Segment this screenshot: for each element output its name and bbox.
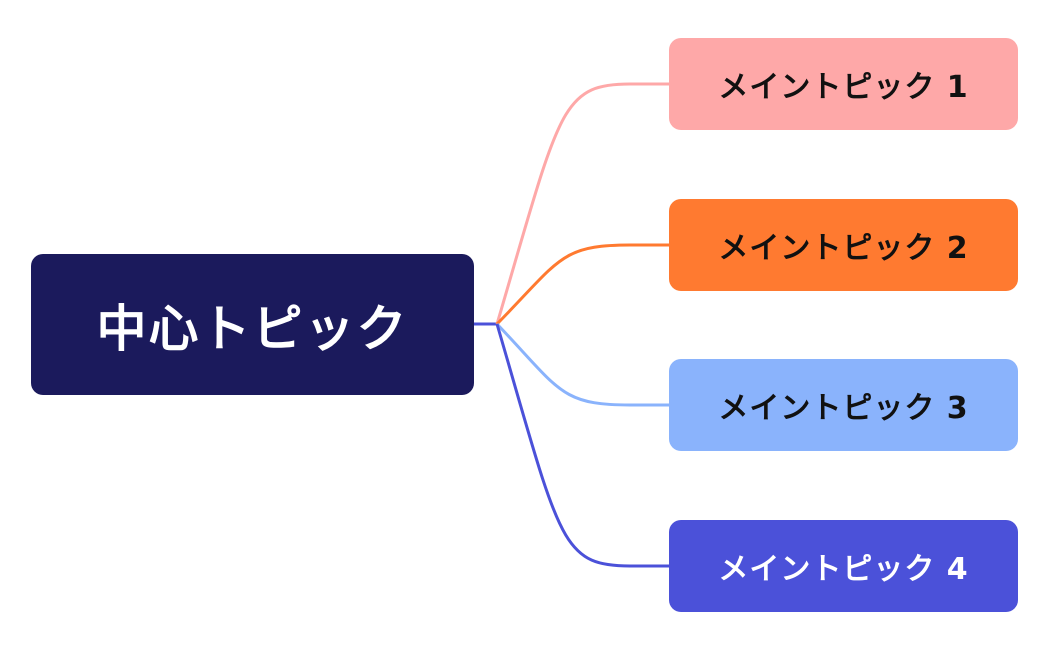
connector-topic-2 xyxy=(495,243,669,326)
central-topic-label: 中心トピック xyxy=(96,299,409,358)
main-topic-2-node[interactable]: メイントピック 2 xyxy=(669,199,1018,291)
connector-topic-1 xyxy=(495,82,669,325)
main-topic-1-label: メイントピック 1 xyxy=(718,70,969,105)
main-topic-2-label: メイントピック 2 xyxy=(718,231,969,266)
main-topic-4-node[interactable]: メイントピック 4 xyxy=(669,520,1018,612)
main-topic-4-label: メイントピック 4 xyxy=(718,552,969,587)
connector-topic-3 xyxy=(495,322,669,407)
main-topic-1-node[interactable]: メイントピック 1 xyxy=(669,38,1018,130)
connector-topic-4 xyxy=(495,323,669,568)
main-topic-3-label: メイントピック 3 xyxy=(718,391,969,426)
central-topic-node[interactable]: 中心トピック xyxy=(31,254,474,395)
main-topic-3-node[interactable]: メイントピック 3 xyxy=(669,359,1018,451)
